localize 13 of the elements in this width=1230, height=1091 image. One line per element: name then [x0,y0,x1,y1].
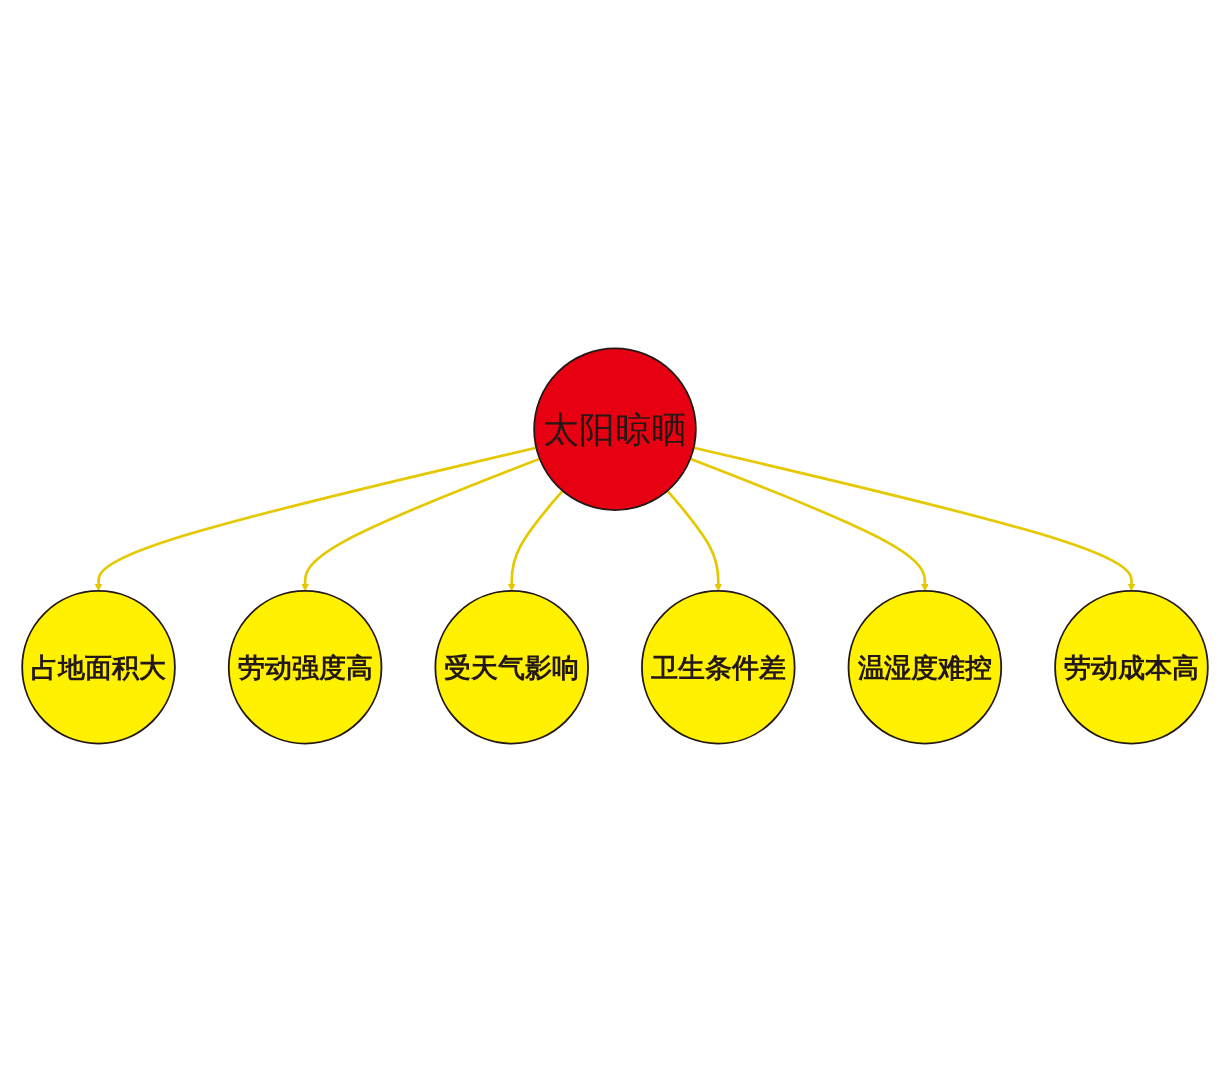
arrow [693,445,1136,591]
node-circle: 温湿度难控 [847,589,1003,744]
node-circle: 劳动成本高 [1054,589,1209,744]
arrow [507,489,564,591]
arrow [689,456,929,591]
node-circle: 占地面积大 [21,589,176,744]
node-circle: 劳动强度高 [227,589,383,744]
node-circle: 受天气影响 [434,589,589,744]
arrow [301,456,541,591]
arrow [666,489,723,591]
arrow [94,445,537,591]
node-circle: 太阳晾晒 [533,347,697,511]
node-circle: 卫生条件差 [641,589,796,744]
